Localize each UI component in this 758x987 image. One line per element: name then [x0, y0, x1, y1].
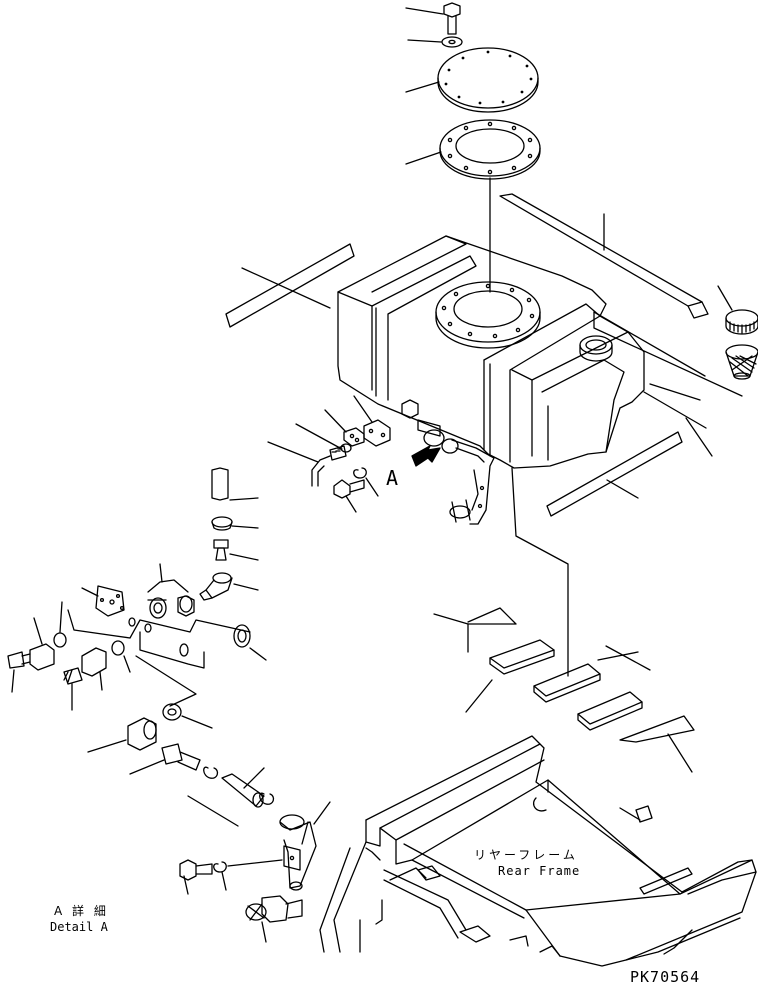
hose-nipple	[213, 539, 259, 561]
hose-clamp-a	[211, 516, 259, 531]
adapter-pair	[147, 563, 195, 619]
gasket-small	[324, 409, 365, 447]
fuel-strainer	[725, 344, 758, 380]
tank-cover-plate	[405, 47, 539, 113]
spring-washer	[353, 467, 379, 497]
detail-label-en: Detail A	[50, 920, 108, 934]
gasket-detail	[81, 585, 125, 617]
fuel-cap	[717, 285, 758, 335]
direction-arrow	[411, 445, 441, 467]
cover-washer	[407, 36, 463, 48]
cover-plate-e	[619, 715, 695, 773]
spring-washer-detail	[213, 859, 283, 891]
plug-left	[7, 617, 55, 693]
union-fitting	[63, 640, 131, 711]
rear-frame	[319, 735, 757, 967]
bolt-small	[333, 479, 365, 513]
decal-right-bottom	[546, 431, 683, 517]
valve-body	[87, 717, 157, 753]
fuel-tank	[337, 235, 645, 469]
drain-pipe	[279, 801, 331, 891]
cover-plate-d	[577, 645, 651, 731]
cover-plate-c	[533, 663, 601, 703]
flange-seal	[162, 703, 213, 729]
bolt-detail	[179, 859, 213, 895]
decal-right-top	[499, 193, 709, 319]
assembly-line-frame	[511, 467, 569, 677]
adapter-bracket-lines	[67, 609, 251, 707]
view-marker-label: A	[386, 466, 399, 490]
part-code: PK70564	[630, 968, 701, 986]
detail-label-jp: A 詳 細	[54, 904, 109, 918]
cover-gasket	[405, 119, 541, 180]
drain-cock	[245, 895, 303, 943]
rear-frame-label-jp: リヤーフレーム	[474, 848, 578, 862]
decal-side	[593, 311, 743, 457]
cover-plate-a	[433, 607, 517, 653]
drain-valve-assembly	[401, 399, 495, 525]
cover-bolt	[405, 2, 461, 35]
hose	[211, 467, 259, 501]
elbow-fitting	[199, 572, 259, 601]
o-rings-detail	[53, 601, 152, 648]
decal-left	[225, 243, 355, 328]
nipple-long	[129, 743, 201, 775]
cover-plate-b	[465, 639, 555, 713]
hose-b	[187, 767, 265, 827]
rear-frame-label-en: Rear Frame	[498, 864, 581, 878]
elbow-pipe	[267, 441, 347, 487]
o-ring-a	[295, 423, 352, 453]
mounting-plate	[353, 395, 391, 447]
